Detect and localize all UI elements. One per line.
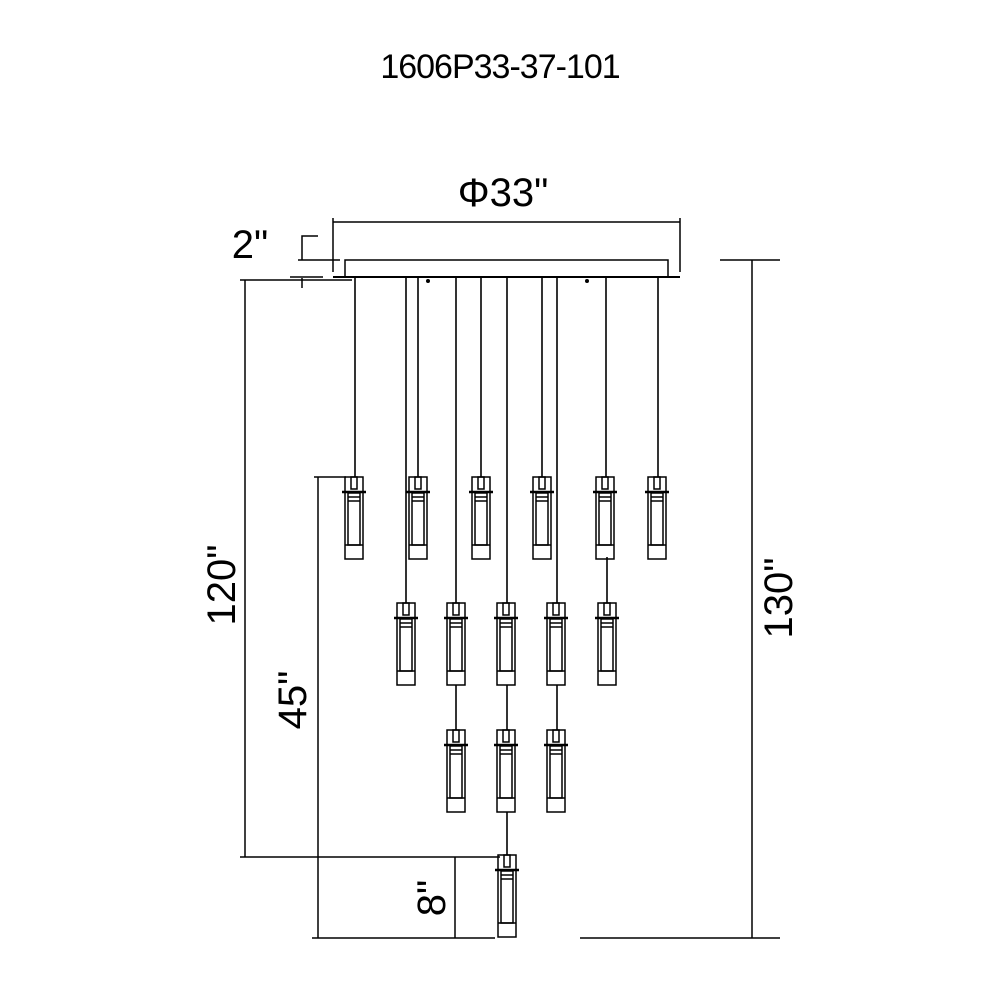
pendant-light	[530, 476, 554, 560]
diameter-label: Φ33"	[458, 171, 549, 215]
overall-max-label: 130"	[757, 558, 801, 639]
pendant-light	[544, 602, 568, 686]
canopy-height-label: 2"	[232, 223, 268, 267]
pendant-light	[593, 476, 617, 560]
overall-max-dimension: 130"	[580, 259, 801, 939]
pendant-height-label: 8"	[410, 880, 454, 916]
pendant-light	[494, 602, 518, 686]
pendant-span-dimension: 45"	[271, 476, 495, 939]
pendant-light	[406, 476, 430, 560]
pendant-height-dimension: 8"	[410, 857, 456, 938]
pendant-light	[544, 729, 568, 813]
overall-min-dimension: 120"	[200, 279, 500, 858]
canopy	[333, 259, 680, 283]
diameter-dimension: Φ33"	[332, 171, 681, 272]
pendant-light	[469, 476, 493, 560]
pendant-span-label: 45"	[271, 671, 315, 730]
pendants	[342, 476, 669, 938]
pendant-light	[495, 854, 519, 938]
pendant-light	[444, 602, 468, 686]
pendant-light	[494, 729, 518, 813]
pendant-light	[645, 476, 669, 560]
canopy-height-dimension: 2"	[232, 223, 340, 288]
pendant-light	[444, 729, 468, 813]
pendant-light	[595, 602, 619, 686]
model-number-title: 1606P33-37-101	[380, 48, 620, 86]
overall-min-label: 120"	[200, 545, 244, 626]
pendant-light	[394, 602, 418, 686]
cords	[354, 278, 659, 855]
pendant-light	[342, 476, 366, 560]
